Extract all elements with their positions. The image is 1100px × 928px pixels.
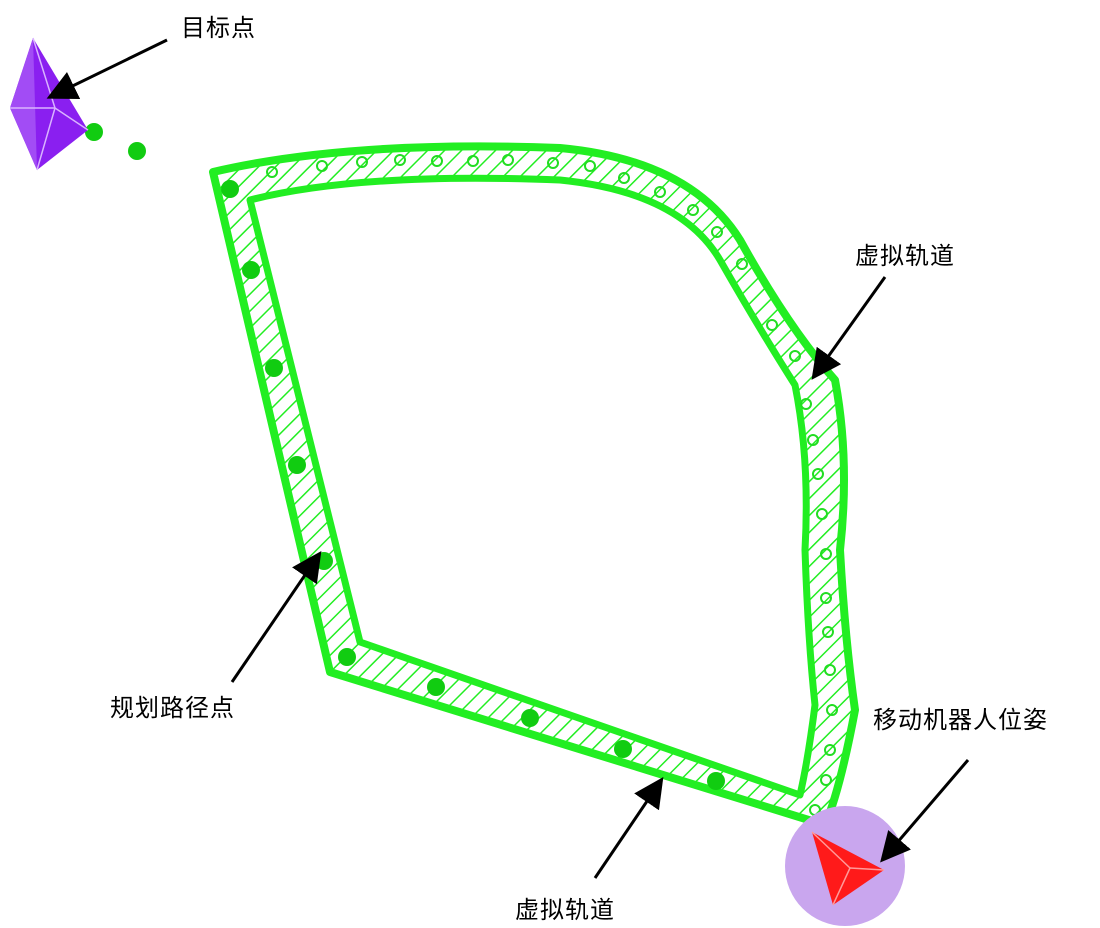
- track-marker: [826, 704, 838, 716]
- path-point: [221, 180, 239, 198]
- purple-pyramid-icon: [10, 37, 89, 171]
- track-marker: [824, 664, 836, 676]
- arrow-robot-pose: [880, 759, 970, 863]
- virtual-track-right-label: 虚拟轨道: [855, 242, 955, 270]
- path-point: [315, 552, 333, 570]
- track-marker: [820, 548, 832, 560]
- track-marker: [687, 204, 699, 216]
- path-point: [614, 740, 632, 758]
- virtual-track-bottom-label: 虚拟轨道: [515, 896, 615, 924]
- arrow-virtual-track-bottom: [593, 777, 664, 879]
- path-point: [288, 456, 306, 474]
- track-marker: [266, 166, 278, 178]
- track-marker: [394, 154, 406, 166]
- track-marker: [316, 160, 328, 172]
- track-marker: [711, 226, 723, 238]
- target-point-label: 目标点: [181, 14, 256, 42]
- track-marker: [816, 508, 828, 520]
- track-marker: [822, 626, 834, 638]
- track-marker: [467, 155, 479, 167]
- track-marker: [736, 258, 748, 270]
- track-marker: [807, 434, 819, 446]
- planned-path-points: [85, 123, 725, 790]
- arrow-planned-path-points: [230, 551, 322, 683]
- arrow-virtual-track-right: [811, 276, 887, 380]
- planned-path-points-label: 规划路径点: [110, 694, 235, 722]
- track-inner-outline: [246, 174, 819, 799]
- path-point: [338, 648, 356, 666]
- robot-pose-marker: [785, 806, 905, 926]
- arrow-target-point: [46, 38, 168, 99]
- path-point: [707, 772, 725, 790]
- track-marker: [547, 157, 559, 169]
- track-marker: [766, 319, 778, 331]
- red-pyramid-icon: [811, 831, 885, 906]
- path-point: [242, 261, 260, 279]
- track-marker: [584, 160, 596, 172]
- path-point: [85, 123, 103, 141]
- track-marker: [820, 592, 832, 604]
- track-marker: [502, 154, 514, 166]
- track-marker: [789, 350, 801, 362]
- track-marker: [431, 155, 443, 167]
- path-point: [265, 359, 283, 377]
- track-marker: [356, 156, 368, 168]
- robot-pose-label: 移动机器人位姿: [873, 706, 1048, 734]
- path-point: [427, 678, 445, 696]
- track-marker: [618, 172, 630, 184]
- path-point: [128, 142, 146, 160]
- track-marker: [800, 398, 812, 410]
- track-marker: [812, 468, 824, 480]
- path-point: [521, 709, 539, 727]
- track-marker: [824, 744, 836, 756]
- virtual-track: [209, 142, 859, 829]
- track-small-markers: [266, 154, 838, 816]
- track-marker: [654, 186, 666, 198]
- track-marker: [820, 774, 832, 786]
- annotation-arrows: [46, 38, 970, 879]
